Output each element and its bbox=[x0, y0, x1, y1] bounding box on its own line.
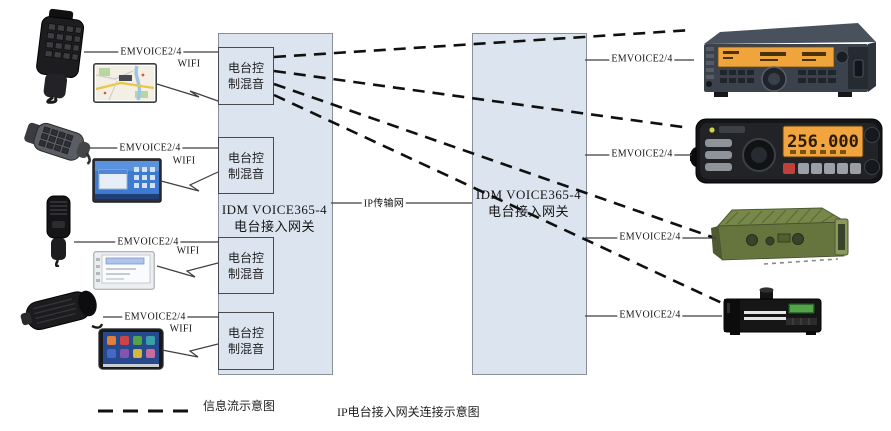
desk-microphone-image bbox=[18, 282, 104, 336]
module-radio-control-mixer-3: 电台控制混音 bbox=[218, 237, 274, 294]
gateway-right-name: IDM VOICE365-4 电台接入网关 bbox=[472, 186, 585, 220]
wifi-label-3: WIFI bbox=[176, 245, 200, 257]
module-label: 电台控制混音 bbox=[228, 250, 265, 281]
legend-label: 信息流示意图 bbox=[203, 399, 276, 413]
module-label: 电台控制混音 bbox=[228, 61, 265, 91]
wifi-label-4: WIFI bbox=[169, 323, 193, 335]
emvoice-label-left-2: EMVOICE2/4 bbox=[117, 142, 183, 154]
radio-frequency-display: 256.000 bbox=[787, 132, 859, 152]
emvoice-label-left-1: EMVOICE2/4 bbox=[118, 46, 184, 58]
gateway-left-name-line1: IDM VOICE365-4 bbox=[221, 202, 328, 217]
keypad-handheld-microphone-image-2 bbox=[22, 118, 96, 170]
mobile-radio-image: 256.000 bbox=[688, 113, 886, 189]
desktop-monitor-image bbox=[92, 158, 162, 204]
gateway-right-name-line1: IDM VOICE365-4 bbox=[475, 187, 582, 202]
module-label: 电台控制混音 bbox=[228, 150, 265, 181]
gateway-right-name-line2: 电台接入网关 bbox=[487, 204, 569, 219]
wifi-bolt-line-2 bbox=[160, 171, 219, 192]
manpack-radio-image bbox=[714, 286, 832, 340]
keypad-handheld-microphone-image-1 bbox=[28, 8, 90, 104]
gateway-left-name: IDM VOICE365-4 电台接入网关 bbox=[218, 201, 331, 235]
emvoice-label-right-4: EMVOICE2/4 bbox=[617, 309, 683, 321]
map-tablet-image bbox=[93, 63, 157, 103]
military-field-radio-image bbox=[706, 206, 856, 268]
slim-handheld-microphone-image bbox=[38, 193, 78, 267]
wifi-label-2: WIFI bbox=[172, 155, 196, 167]
module-radio-control-mixer-4: 电台控制混音 bbox=[218, 312, 274, 370]
wifi-bolt-line-3 bbox=[156, 262, 219, 278]
hf-transceiver-image bbox=[690, 18, 886, 100]
module-radio-control-mixer-2: 电台控制混音 bbox=[218, 137, 274, 194]
wifi-bolt-line-1 bbox=[156, 83, 219, 102]
wifi-label-1: WIFI bbox=[177, 58, 201, 70]
emvoice-label-right-2: EMVOICE2/4 bbox=[609, 148, 675, 160]
ip-network-label: IP传输网 bbox=[361, 194, 407, 210]
app-tablet-image bbox=[98, 328, 164, 370]
control-panel-image bbox=[93, 251, 155, 290]
emvoice-label-right-3: EMVOICE2/4 bbox=[617, 231, 683, 243]
module-label: 电台控制混音 bbox=[228, 326, 265, 356]
emvoice-label-left-3: EMVOICE2/4 bbox=[115, 236, 181, 248]
module-radio-control-mixer-1: 电台控制混音 bbox=[218, 47, 274, 105]
emvoice-label-right-1: EMVOICE2/4 bbox=[609, 53, 675, 65]
diagram-title: IP电台接入网关连接示意图 bbox=[337, 405, 480, 419]
wifi-bolt-line-4 bbox=[161, 343, 219, 358]
emvoice-label-left-4: EMVOICE2/4 bbox=[122, 311, 188, 323]
gateway-left-name-line2: 电台接入网关 bbox=[233, 219, 315, 234]
